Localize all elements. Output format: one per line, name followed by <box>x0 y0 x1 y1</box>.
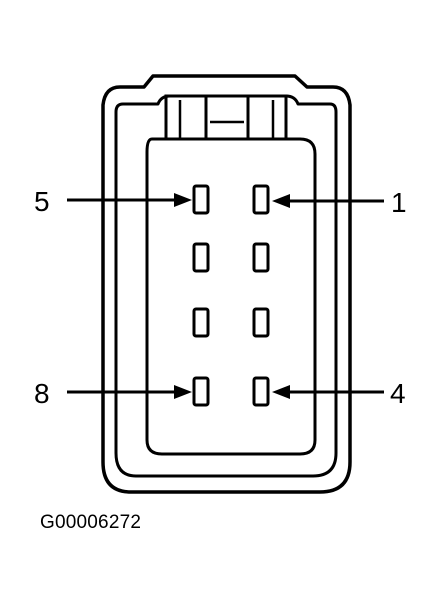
pin-terminal-4 <box>252 376 270 407</box>
pin-terminal-8 <box>192 376 210 407</box>
pin-terminal-5 <box>192 184 210 215</box>
callout-arrow-pin-5 <box>67 193 192 207</box>
callout-arrow-pin-1 <box>272 194 384 208</box>
pin-terminal-2 <box>252 242 270 273</box>
pin-label-4: 4 <box>390 378 406 409</box>
pin-terminal-3 <box>252 307 270 338</box>
pin-terminal-6 <box>192 242 210 273</box>
pin-terminal-7 <box>192 307 210 338</box>
pin-label-8: 8 <box>34 378 50 409</box>
pin-label-5: 5 <box>34 186 50 217</box>
connector-latch <box>164 94 288 141</box>
pin-terminal-1 <box>252 184 270 215</box>
callout-arrow-pin-4 <box>272 385 384 399</box>
callout-arrow-pin-8 <box>67 385 192 399</box>
pin-label-1: 1 <box>391 187 407 218</box>
connector-pin-face <box>145 137 317 456</box>
figure-id: G00006272 <box>40 512 142 533</box>
connector-outer-housing <box>101 74 352 494</box>
connector-inner-housing <box>114 94 338 478</box>
